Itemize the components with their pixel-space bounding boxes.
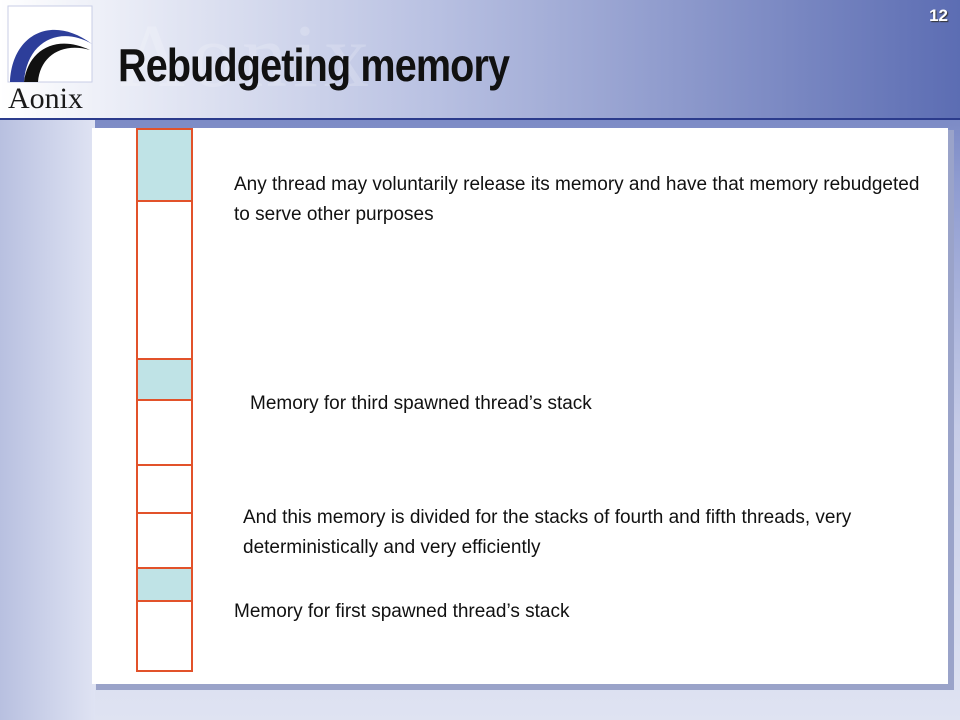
memory-segment-free <box>138 202 191 360</box>
left-band <box>0 120 95 720</box>
caption-divided-memory: And this memory is divided for the stack… <box>243 507 852 558</box>
content-shadow <box>948 130 954 688</box>
header-band <box>0 0 960 120</box>
page-number: 12 <box>929 6 948 25</box>
logo-swoosh-icon <box>7 5 93 83</box>
caption-first-thread-stack: Memory for first spawned thread’s stack <box>234 601 570 622</box>
logo-watermark: Aonix <box>120 7 375 106</box>
memory-segment-used <box>138 569 191 602</box>
caption-third-thread-stack: Memory for third spawned thread’s stack <box>250 393 592 414</box>
slide-title: Rebudgeting memory <box>118 39 510 91</box>
caption-release-memory: Any thread may voluntarily release its m… <box>234 174 920 225</box>
memory-segment-free <box>138 514 191 569</box>
memory-segment-used <box>138 360 191 401</box>
content-area <box>92 128 948 684</box>
memory-column <box>136 128 193 672</box>
memory-segment-free <box>138 602 191 670</box>
content-shadow <box>96 684 954 690</box>
memory-segment-free <box>138 466 191 514</box>
aonix-logo: Aonix <box>2 4 98 115</box>
memory-segment-free <box>138 401 191 466</box>
logo-text: Aonix <box>8 82 83 115</box>
header-divider <box>0 118 960 120</box>
memory-segment-used <box>138 130 191 202</box>
